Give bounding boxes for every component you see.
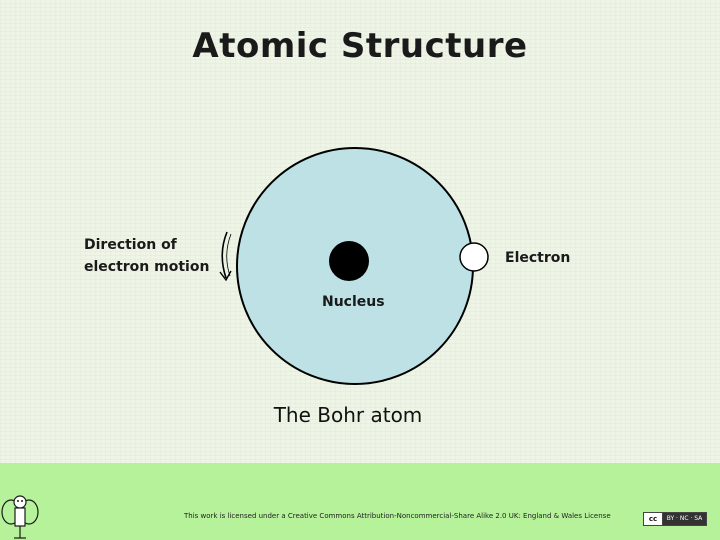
cc-license-badge[interactable]: cc BY · NC · SA [643,512,707,526]
footer-band [0,463,720,540]
electron-dot [459,242,489,272]
slide-title: Atomic Structure [192,26,528,66]
cc-terms: BY · NC · SA [663,513,706,525]
direction-arrow-head [219,270,232,282]
direction-arrow-curve-inner [226,233,232,277]
microscope-robot-icon [1,495,39,539]
diagram-caption: The Bohr atom [273,403,423,427]
electron-label: Electron [505,250,571,266]
direction-label: Direction of electron motion [84,237,210,275]
direction-arrow-curve [221,231,228,279]
nucleus-dot [329,241,369,281]
cc-icon: cc [644,513,663,525]
direction-arrow [219,231,232,282]
license-text: This work is licensed under a Creative C… [184,512,611,520]
nucleus-label: Nucleus [322,294,385,310]
